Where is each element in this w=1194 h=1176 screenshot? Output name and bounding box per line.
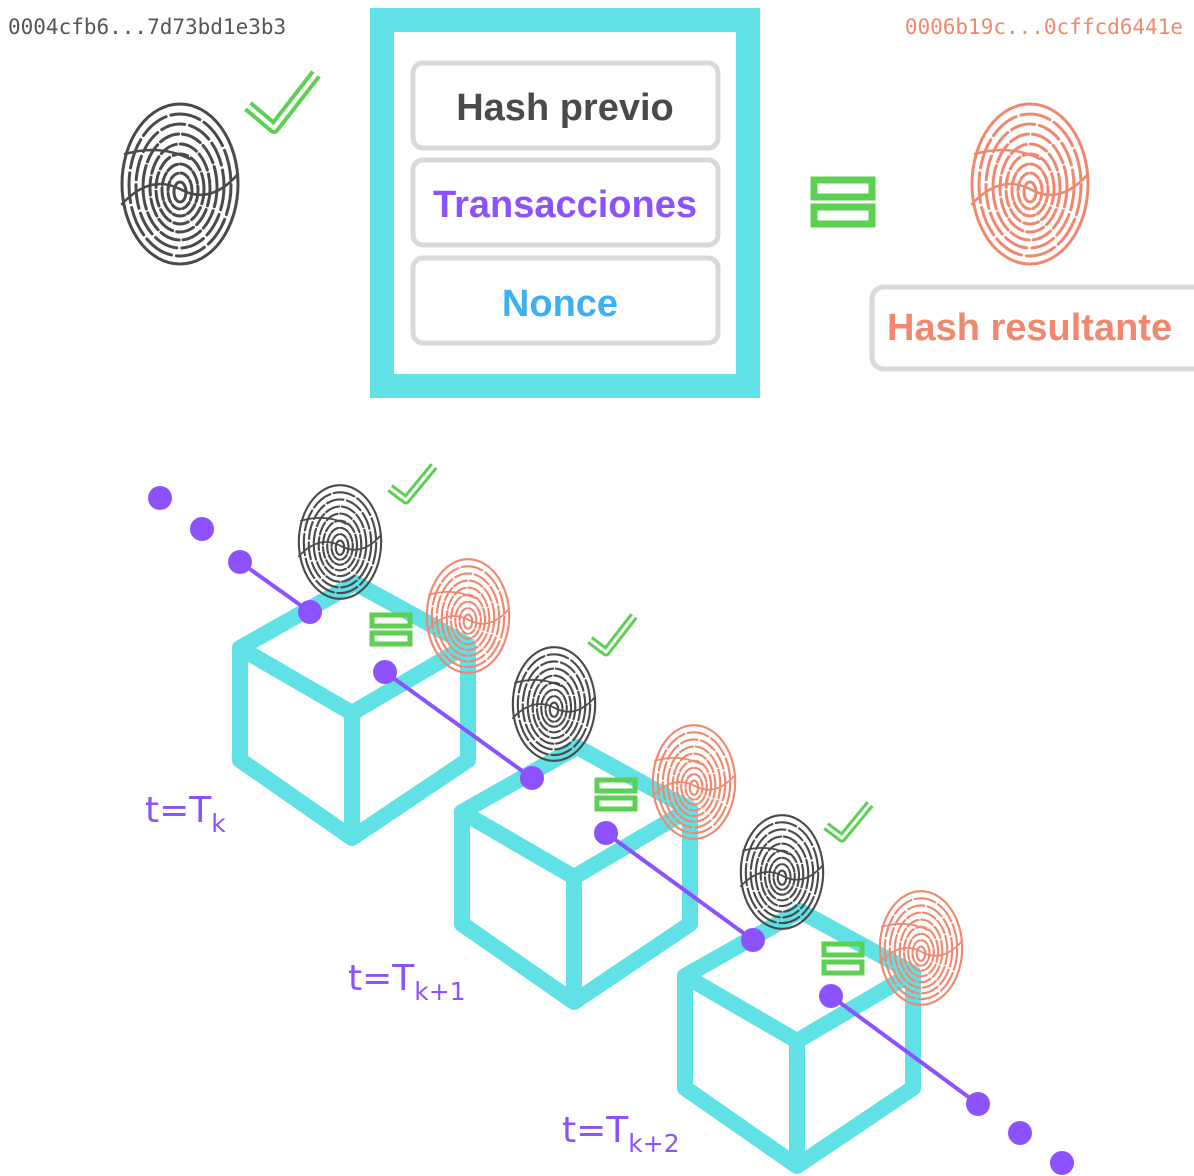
chain-dot [190,517,214,541]
chain-dot [819,984,843,1008]
fingerprint-icon [297,484,383,600]
time-label-k: t=Tk [145,790,226,838]
field-transactions-label: Transacciones [433,184,697,226]
field-previous-hash [410,60,721,151]
chain-block-k1: t=Tk+1 [348,613,737,1010]
field-nonce-label: Nonce [502,283,618,325]
block-card: Hash previo Transacciones Nonce [370,8,760,398]
chain-link [604,831,755,942]
equals-icon [821,941,865,976]
field-transactions [410,157,721,248]
result-fingerprint-icon [970,102,1090,266]
fingerprint-icon [651,724,737,840]
resulting-hash-text: 0006b19c...0cffcd6441e [905,15,1183,39]
chain-dot [373,660,397,684]
chain-dot [148,486,172,510]
cube-icon [454,739,698,1010]
field-previous-hash-label: Hash previo [456,87,674,129]
fingerprint-icon [878,890,964,1006]
fingerprint-icon [511,646,597,762]
chain-block-k: t=Tk [145,463,511,846]
equals-icon [594,777,638,812]
chain-dot [520,766,544,790]
fingerprint-icon [425,558,511,674]
previous-hash-text: 0004cfb6...7d73bd1e3b3 [8,15,286,39]
chain-link [383,670,534,780]
chain-dot [594,821,618,845]
chain-link [829,994,980,1106]
cube-icon [232,575,476,846]
equals-icon [369,612,413,647]
chain-block-k2: t=Tk+2 [562,801,990,1174]
chain-dot [228,550,252,574]
field-nonce [410,255,721,346]
previous-fingerprint-icon [120,102,240,266]
chain-dot [298,600,322,624]
chain-dot [1008,1121,1032,1145]
chain-dot [966,1092,990,1116]
fingerprint-icon [739,814,825,930]
result-label-box [869,284,1194,372]
chain-link [238,560,312,614]
cube-icon [677,903,921,1174]
time-label-k2: t=Tk+2 [562,1110,680,1158]
chain-dot [741,928,765,952]
time-label-k1: t=Tk+1 [348,958,466,1006]
equals-icon [810,176,876,228]
result-label: Hash resultante [887,307,1172,349]
chain-dot [1050,1151,1074,1175]
